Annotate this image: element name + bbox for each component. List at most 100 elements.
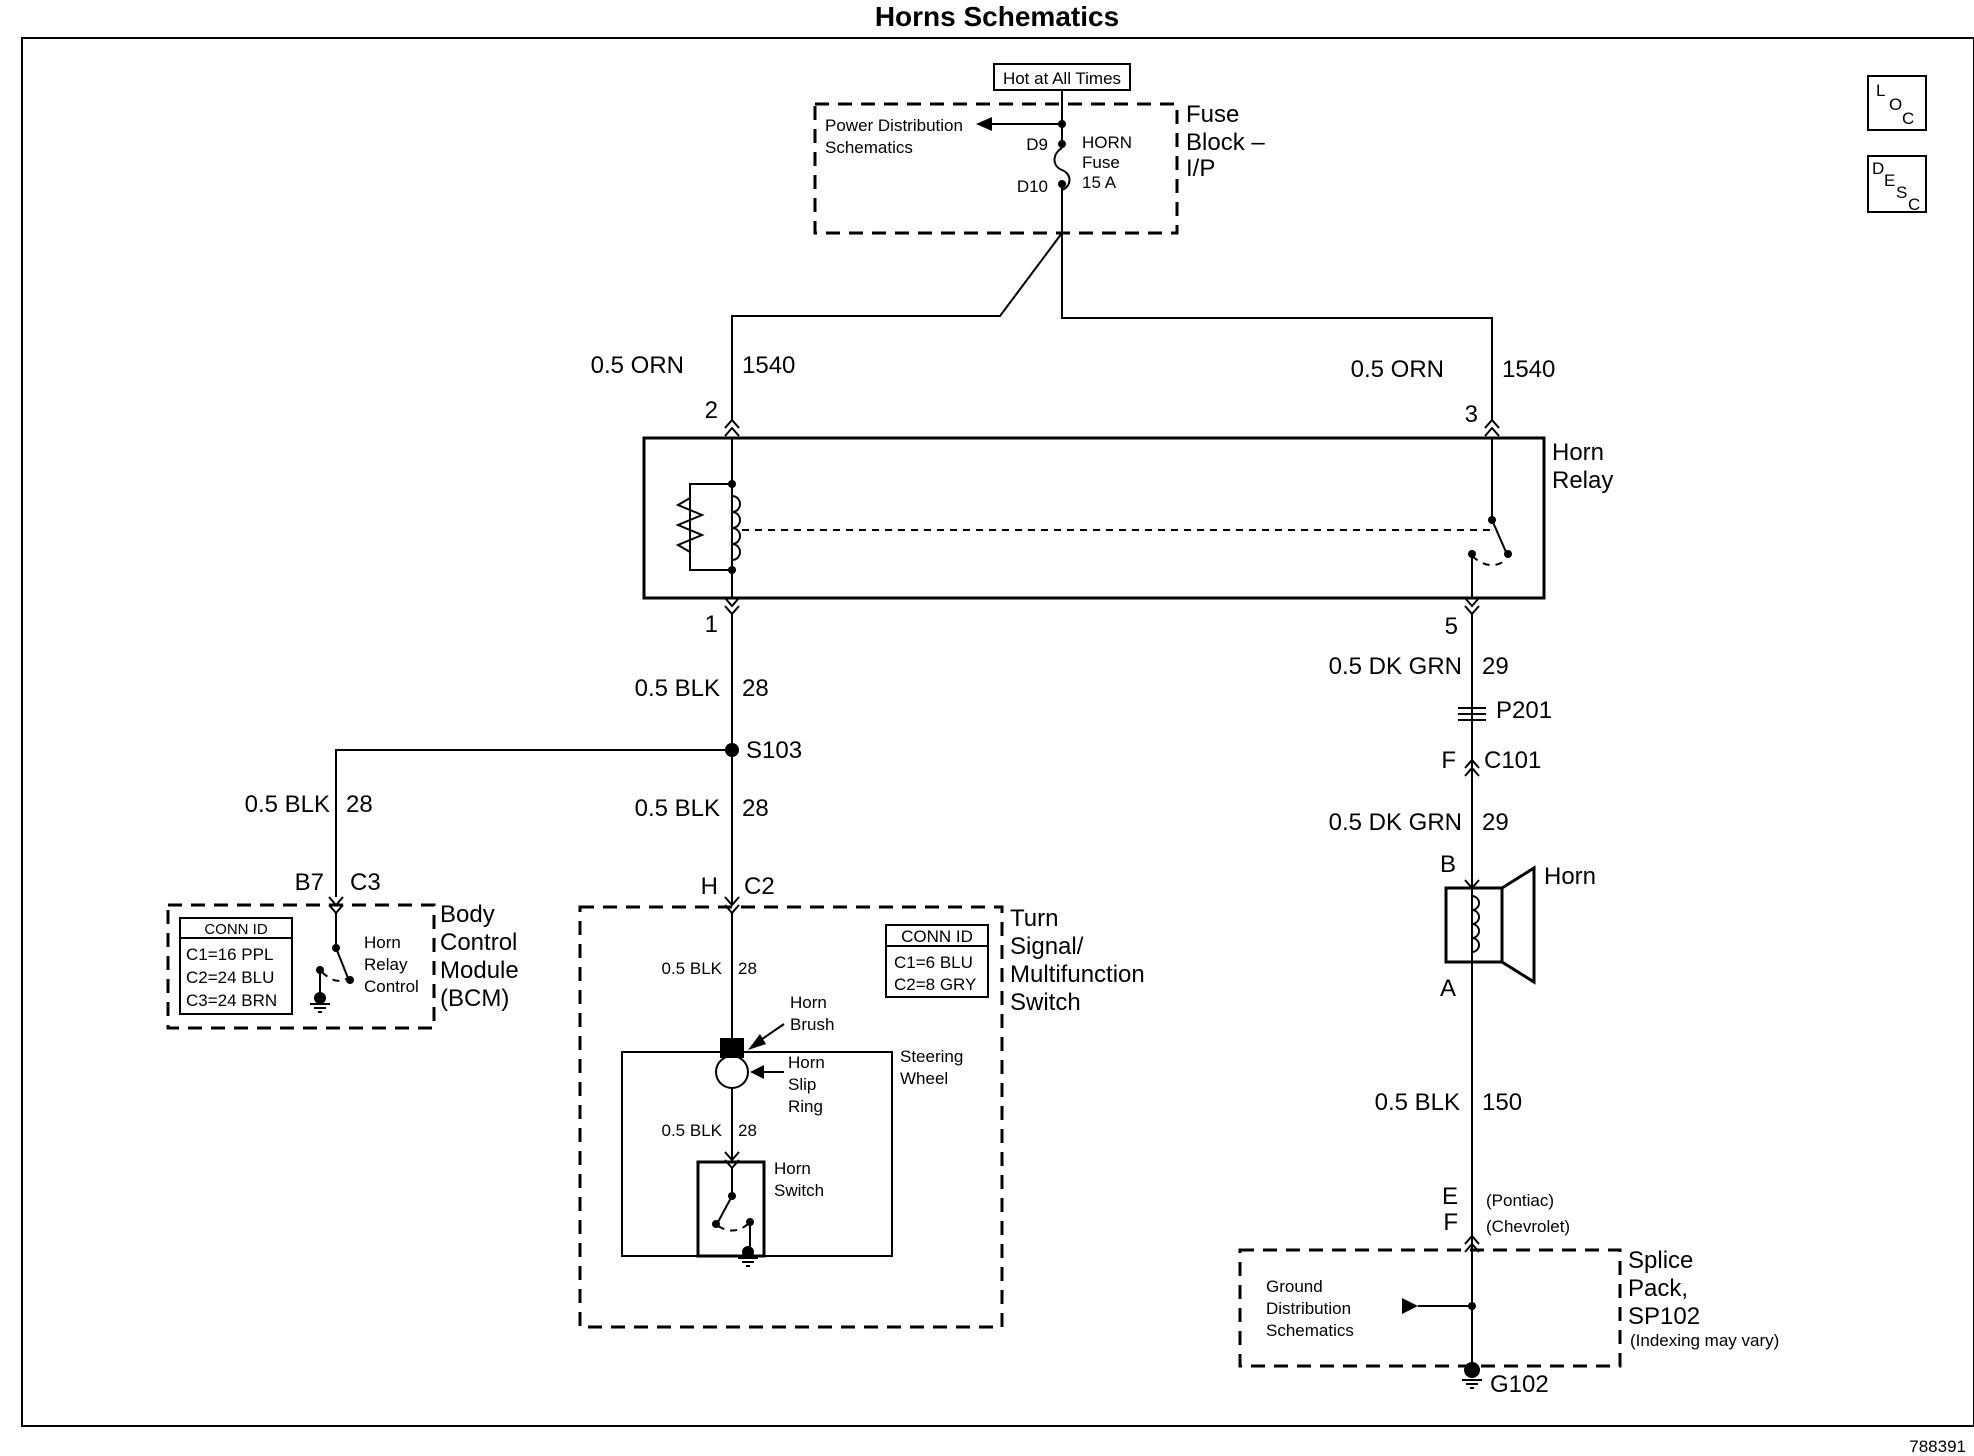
desc-button[interactable]: D E S C xyxy=(1867,155,1927,214)
svg-text:SP102: SP102 xyxy=(1628,1303,1700,1330)
svg-text:28: 28 xyxy=(738,1121,757,1140)
body-control-module: B7 C3 Body Control Module (BCM) CONN ID … xyxy=(166,869,519,1030)
p201-connector: P201 xyxy=(1458,697,1552,724)
svg-text:B: B xyxy=(1440,851,1456,878)
svg-text:3: 3 xyxy=(1465,401,1478,428)
svg-text:0.5 BLK: 0.5 BLK xyxy=(662,959,723,978)
power-distribution-link: Power Distribution xyxy=(825,116,963,135)
resistor-icon xyxy=(675,497,705,553)
ground-distribution-link: Ground xyxy=(1266,1277,1323,1296)
horn-coil-icon xyxy=(1471,895,1480,953)
bcm-relay-control-switch-icon xyxy=(335,947,349,979)
figure-id: 788391 xyxy=(1909,1437,1966,1456)
svg-text:Switch: Switch xyxy=(1010,989,1081,1016)
horn-switch-box xyxy=(696,1160,766,1258)
svg-text:F: F xyxy=(1443,1209,1458,1236)
svg-text:Pack,: Pack, xyxy=(1628,1275,1688,1302)
arrow-left-icon xyxy=(976,117,992,131)
svg-text:Wheel: Wheel xyxy=(900,1069,948,1088)
horn-relay: Horn Relay xyxy=(642,418,1613,616)
arrow-right-icon xyxy=(1402,1298,1418,1314)
svg-text:Schematics: Schematics xyxy=(825,138,913,157)
svg-text:B7: B7 xyxy=(295,869,324,896)
svg-text:Turn: Turn xyxy=(1010,905,1058,932)
svg-text:Signal/: Signal/ xyxy=(1010,933,1084,960)
svg-text:28: 28 xyxy=(742,675,769,702)
svg-text:C: C xyxy=(1908,195,1920,214)
svg-text:E: E xyxy=(1442,1183,1458,1210)
svg-text:H: H xyxy=(701,873,718,900)
svg-text:0.5 ORN: 0.5 ORN xyxy=(591,352,684,379)
svg-text:0.5 BLK: 0.5 BLK xyxy=(635,675,720,702)
relay-switch-contact-icon xyxy=(1491,519,1507,553)
ground-g102-label: G102 xyxy=(1490,1371,1549,1398)
ground-g102-dot xyxy=(1464,1362,1480,1378)
svg-text:F: F xyxy=(1441,747,1456,774)
svg-text:A: A xyxy=(1440,975,1456,1002)
svg-text:D9: D9 xyxy=(1026,135,1048,154)
svg-text:(Pontiac): (Pontiac) xyxy=(1486,1191,1554,1210)
svg-text:0.5 BLK: 0.5 BLK xyxy=(635,795,720,822)
svg-text:HORN: HORN xyxy=(1082,133,1132,152)
svg-text:(Indexing may vary): (Indexing may vary) xyxy=(1630,1331,1779,1350)
svg-text:0.5 BLK: 0.5 BLK xyxy=(662,1121,723,1140)
svg-text:Relay: Relay xyxy=(1552,467,1613,494)
bcm-conn-id-table xyxy=(179,917,293,1015)
splice-pack-sp102: E (Pontiac) F (Chevrolet) Splice Pack, S… xyxy=(1238,1183,1779,1398)
svg-text:C101: C101 xyxy=(1484,747,1541,774)
svg-text:Relay: Relay xyxy=(364,955,408,974)
svg-text:Multifunction: Multifunction xyxy=(1010,961,1145,988)
svg-text:E: E xyxy=(1884,171,1895,190)
splice-s103-label: S103 xyxy=(746,737,802,764)
svg-text:0.5 BLK: 0.5 BLK xyxy=(1375,1089,1460,1116)
svg-text:Slip: Slip xyxy=(788,1075,816,1094)
svg-text:Horn: Horn xyxy=(364,933,401,952)
svg-text:(Chevrolet): (Chevrolet) xyxy=(1486,1217,1570,1236)
svg-text:Block –: Block – xyxy=(1186,129,1265,156)
svg-text:Steering: Steering xyxy=(900,1047,963,1066)
turn-signal-multifunction-switch: H C2 Turn Signal/ Multifunction Switch C… xyxy=(578,873,1145,1329)
diagram-frame xyxy=(21,37,1974,1427)
svg-text:0.5 ORN: 0.5 ORN xyxy=(1351,356,1444,383)
svg-text:Fuse: Fuse xyxy=(1082,153,1120,172)
horn-icon xyxy=(1500,865,1536,985)
svg-text:0.5 DK GRN: 0.5 DK GRN xyxy=(1329,653,1462,680)
fuse-block: Hot at All Times Fuse Block – I/P Power … xyxy=(813,63,1265,235)
wire-1540-right xyxy=(1061,188,1493,420)
svg-text:Horn: Horn xyxy=(1552,439,1604,466)
horn-label: Horn xyxy=(1544,863,1596,890)
svg-text:0.5 BLK: 0.5 BLK xyxy=(245,791,330,818)
svg-text:Brush: Brush xyxy=(790,1015,834,1034)
svg-text:Switch: Switch xyxy=(774,1181,824,1200)
svg-text:Body: Body xyxy=(440,901,495,928)
svg-text:C1=6 BLU: C1=6 BLU xyxy=(894,953,973,972)
svg-text:L: L xyxy=(1876,81,1885,100)
c101-connector: F C101 xyxy=(1441,747,1541,777)
svg-text:Ring: Ring xyxy=(788,1097,823,1116)
horn-slip-ring-icon xyxy=(715,1055,749,1089)
wire-1540-left xyxy=(731,188,1063,420)
svg-text:Fuse: Fuse xyxy=(1186,101,1239,128)
svg-text:(BCM): (BCM) xyxy=(440,985,509,1012)
loc-button[interactable]: L O C xyxy=(1867,75,1927,131)
svg-text:C: C xyxy=(1902,109,1914,128)
steering-wheel-box xyxy=(621,1051,893,1257)
svg-text:S: S xyxy=(1896,183,1907,202)
svg-text:CONN ID: CONN ID xyxy=(204,921,268,938)
svg-text:2: 2 xyxy=(705,397,718,424)
svg-text:0.5 DK GRN: 0.5 DK GRN xyxy=(1329,809,1462,836)
svg-text:C3: C3 xyxy=(350,869,381,896)
relay-coil-icon xyxy=(731,495,741,561)
svg-text:D: D xyxy=(1872,159,1884,178)
svg-text:Horn: Horn xyxy=(788,1053,825,1072)
svg-text:Control: Control xyxy=(440,929,517,956)
svg-text:28: 28 xyxy=(742,795,769,822)
svg-text:Horn: Horn xyxy=(790,993,827,1012)
svg-text:D10: D10 xyxy=(1017,177,1048,196)
page-title: Horns Schematics xyxy=(875,1,1119,32)
svg-text:Module: Module xyxy=(440,957,519,984)
svg-text:150: 150 xyxy=(1482,1089,1522,1116)
svg-text:C2=8 GRY: C2=8 GRY xyxy=(894,975,976,994)
svg-text:29: 29 xyxy=(1482,809,1509,836)
